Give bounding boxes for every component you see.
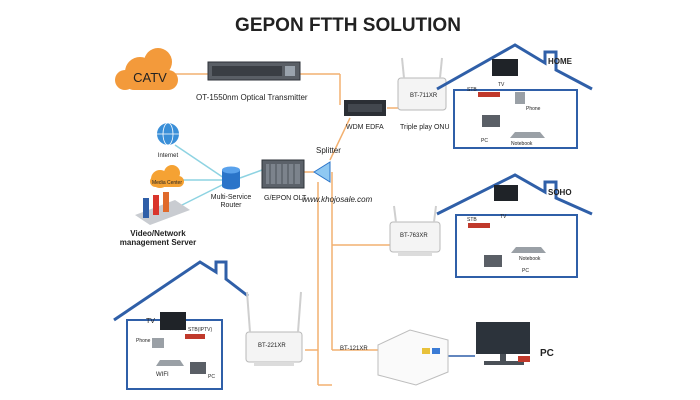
home-phone-label: Phone xyxy=(526,106,541,112)
home-tv-icon xyxy=(492,59,518,76)
optical-transmitter-device xyxy=(207,61,301,81)
branch-onu-model: BT-221XR xyxy=(258,343,286,349)
soho-tv-label: TV xyxy=(500,214,507,220)
home-onu-caption: Triple play ONU xyxy=(400,124,450,131)
watermark: www.khojosale.com xyxy=(302,195,373,204)
catv-label: CATV xyxy=(133,70,167,85)
server-label-line1: Video/Network xyxy=(130,229,186,238)
branch-house xyxy=(113,260,249,390)
branch-wifi-label: WIFI xyxy=(156,372,169,378)
branch-stb-label: STB(IPTV) xyxy=(188,327,213,333)
desktop-pc-icon xyxy=(476,322,530,365)
soho-stb-icon xyxy=(468,223,490,228)
home-pc-label: PC xyxy=(481,138,488,144)
home-house xyxy=(436,43,593,149)
router-icon xyxy=(222,166,240,190)
media-center-cloud-icon xyxy=(150,165,184,188)
home-stb-label: STB xyxy=(467,87,477,93)
soho-notebook-label: Notebook xyxy=(519,256,541,262)
server-icon xyxy=(135,192,190,225)
splitter-label: Splitter xyxy=(316,146,341,155)
page-title: GEPON FTTH SOLUTION xyxy=(235,15,461,36)
soho-tv-icon xyxy=(494,185,518,201)
home-pc-icon xyxy=(482,115,500,127)
home-onu-device xyxy=(397,57,447,111)
branch-pc-icon xyxy=(190,362,206,374)
home-notebook-icon xyxy=(510,132,545,138)
branch-tv-label: TV xyxy=(146,318,155,325)
home-stb-icon xyxy=(478,92,500,97)
transmitter-label: OT-1550nm Optical Transmitter xyxy=(196,93,308,102)
catv-cloud-icon xyxy=(115,48,178,90)
olt-device xyxy=(261,159,305,189)
branch-tv-icon xyxy=(160,312,186,330)
home-phone-icon xyxy=(515,92,525,104)
soho-house xyxy=(436,173,593,278)
pc-onu-model: BT-121XR xyxy=(340,346,368,352)
internet-globe-icon xyxy=(157,122,179,146)
branch-phone-icon xyxy=(152,338,164,348)
connection-lines xyxy=(165,73,475,386)
home-label: HOME xyxy=(548,57,573,66)
splitter-icon xyxy=(313,161,331,183)
soho-pc-label: PC xyxy=(522,268,529,274)
home-onu-model: BT-711XR xyxy=(410,93,438,99)
soho-label: SOHO xyxy=(548,188,572,197)
branch-phone-label: Phone xyxy=(136,338,151,344)
pc-label: PC xyxy=(540,348,554,359)
branch-onu-device xyxy=(245,291,303,366)
soho-stb-label: STB xyxy=(467,217,477,223)
pc-onu-device xyxy=(377,329,449,386)
router-label-line1: Multi-Service xyxy=(211,194,252,201)
soho-notebook-icon xyxy=(511,247,546,253)
branch-laptop-icon xyxy=(156,360,184,366)
soho-pc-icon xyxy=(484,255,502,267)
branch-stb-icon xyxy=(185,334,205,339)
olt-label: G/EPON OLT xyxy=(264,195,307,202)
edfa-label: WDM EDFA xyxy=(346,124,384,131)
home-tv-label: TV xyxy=(498,82,505,88)
edfa-device xyxy=(344,100,386,116)
media-center-label: Media Center xyxy=(152,180,182,186)
internet-label: Internet xyxy=(158,153,179,159)
router-label-line2: Router xyxy=(220,202,242,209)
server-label-line2: management Server xyxy=(120,238,196,247)
home-notebook-label: Notebook xyxy=(511,141,533,147)
branch-pc-label: PC xyxy=(208,374,215,380)
soho-onu-device xyxy=(389,205,441,256)
soho-onu-model: BT-763XR xyxy=(400,233,428,239)
